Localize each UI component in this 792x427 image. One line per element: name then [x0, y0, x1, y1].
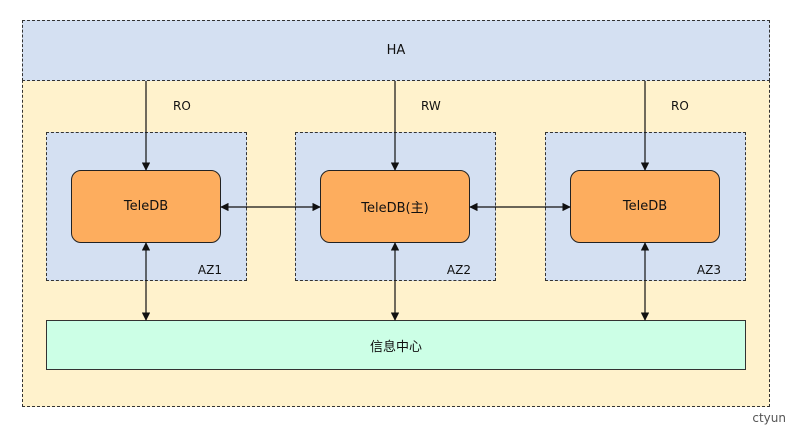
- teledb-node-az2-label: TeleDB(主): [361, 201, 429, 216]
- az2-label: AZ2: [446, 263, 471, 277]
- link-label-right: RO: [671, 99, 689, 113]
- teledb-node-az3-label: TeleDB: [622, 199, 668, 214]
- link-label-center: RW: [421, 99, 441, 113]
- ha-layer: HA: [22, 20, 770, 81]
- ha-label: HA: [386, 43, 406, 58]
- teledb-node-az3: TeleDB: [570, 170, 720, 243]
- teledb-node-az1-label: TeleDB: [123, 199, 169, 214]
- teledb-node-az1: TeleDB: [71, 170, 221, 243]
- info-center-label: 信息中心: [369, 339, 422, 355]
- watermark-text: ctyun: [752, 411, 786, 425]
- link-label-left: RO: [173, 99, 191, 113]
- az1-label: AZ1: [197, 263, 222, 277]
- az3-label: AZ3: [696, 263, 721, 277]
